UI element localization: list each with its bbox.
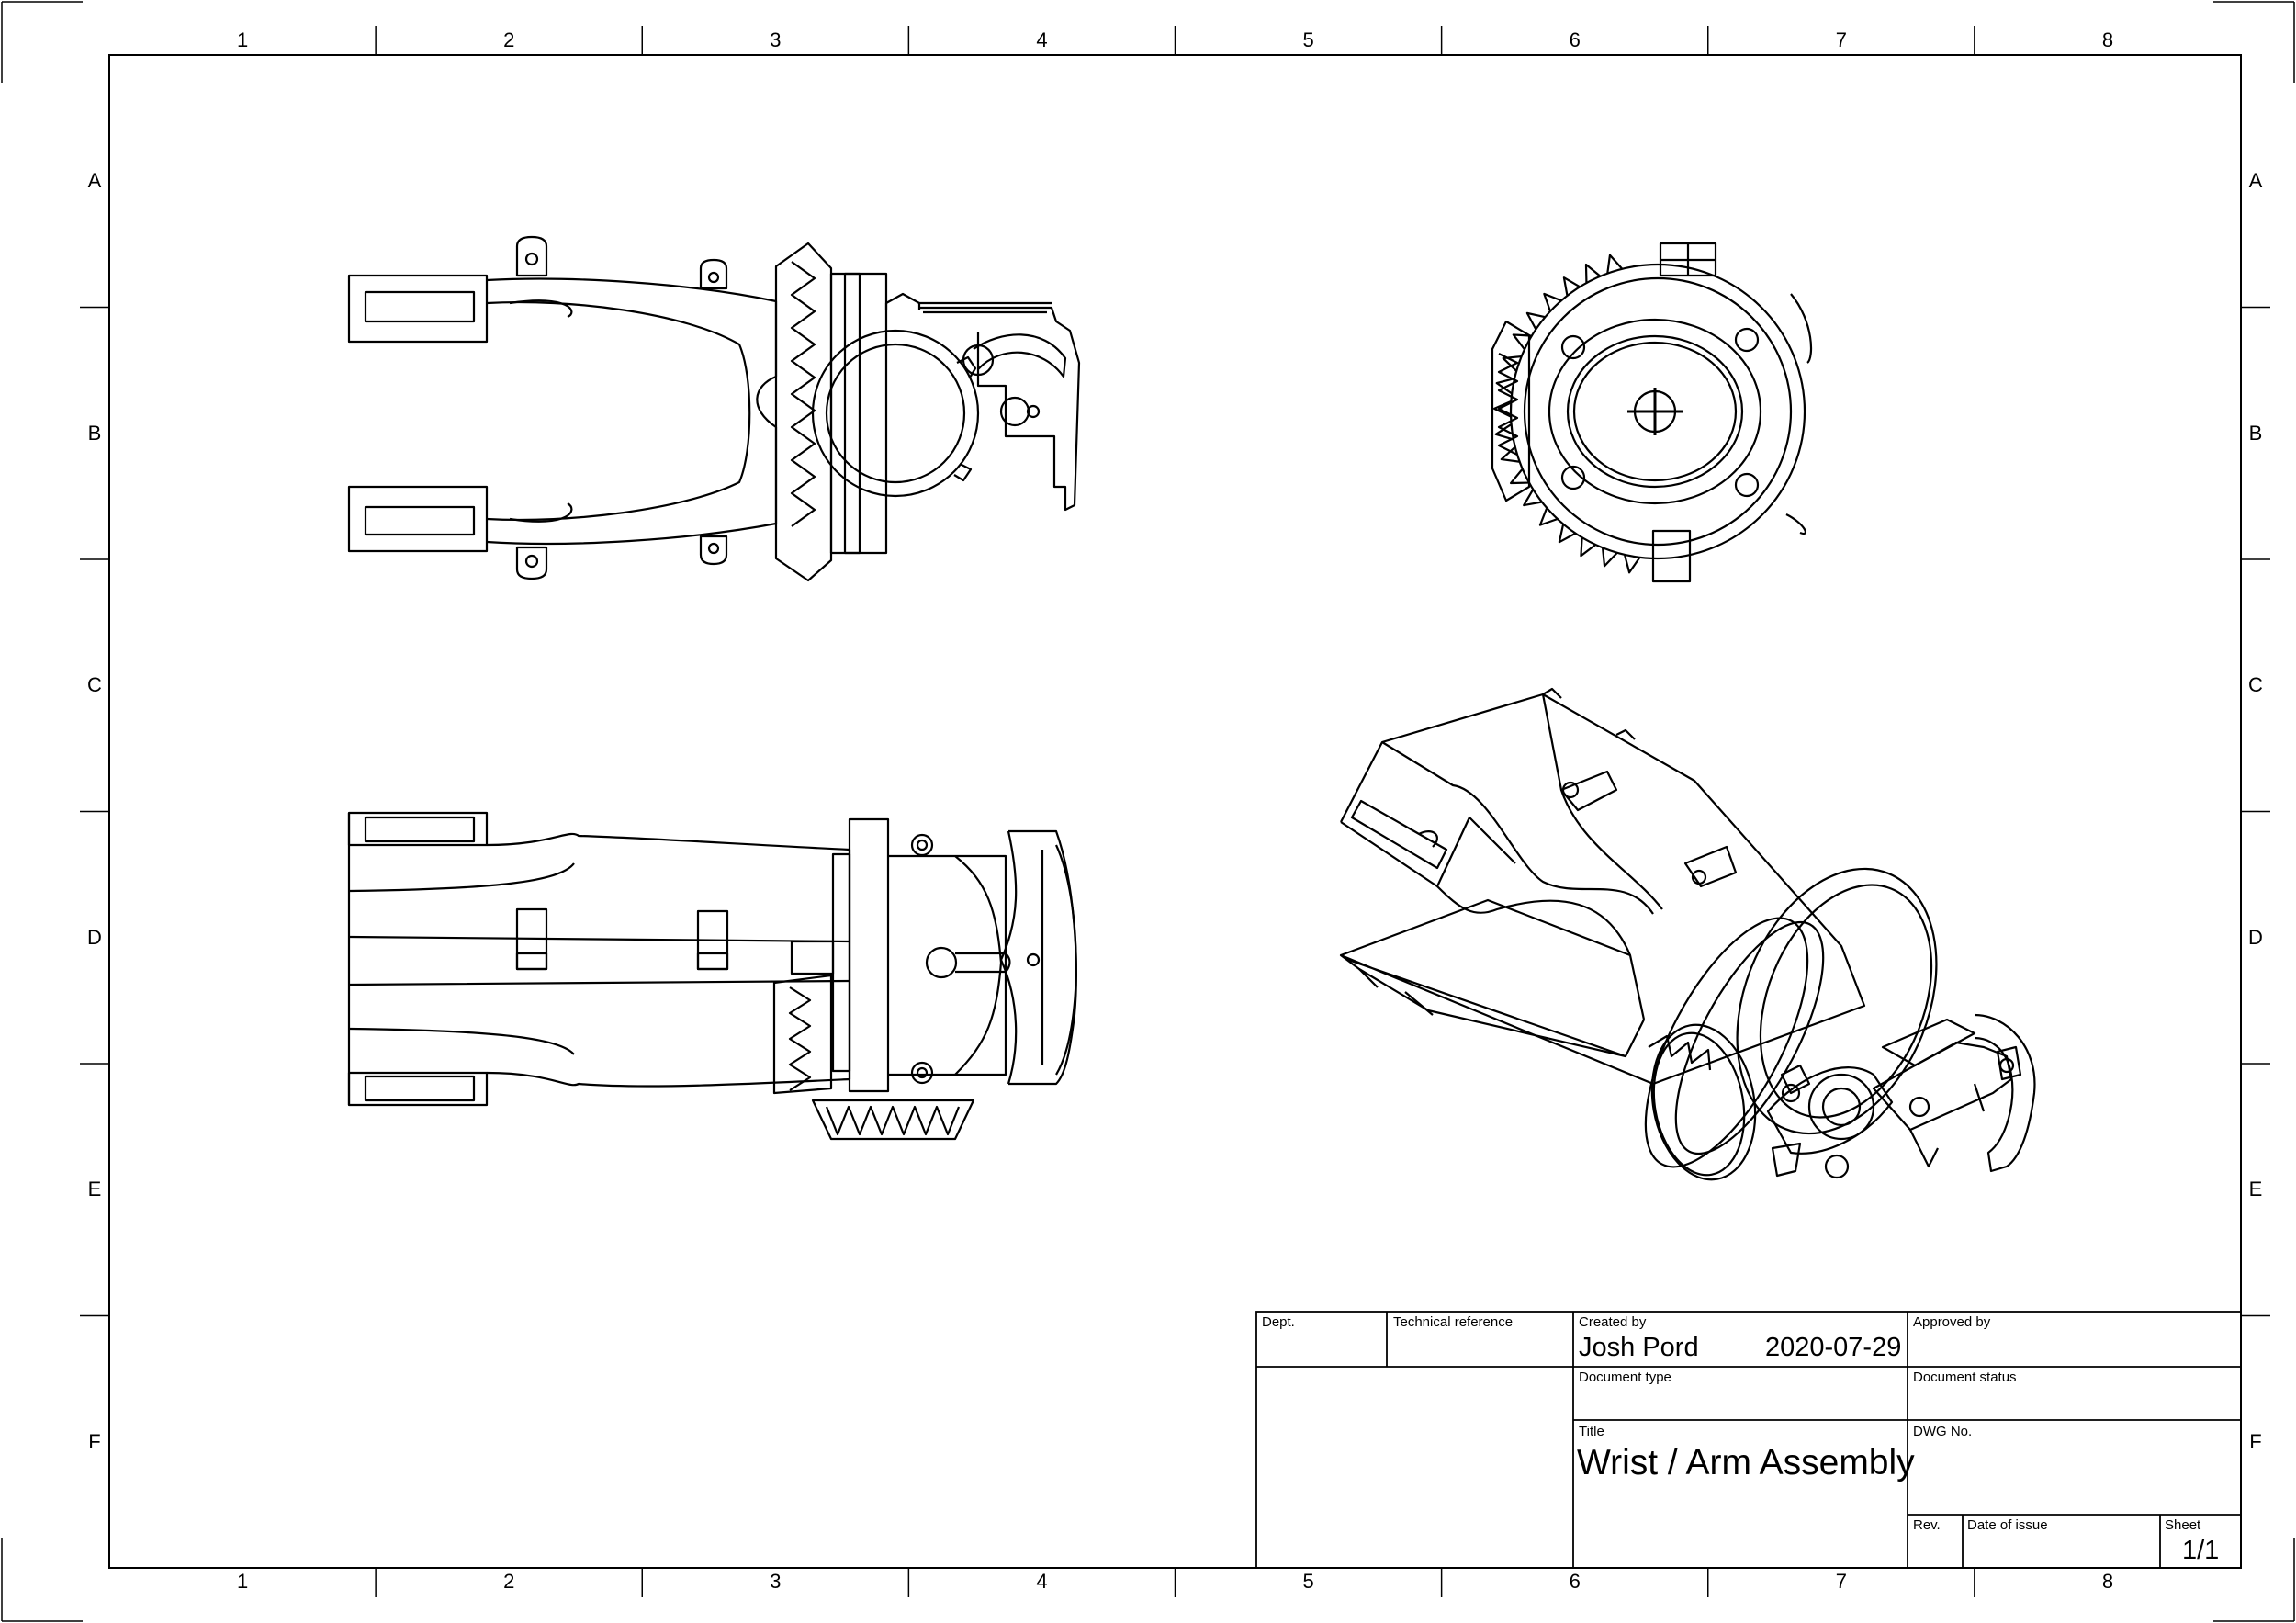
side-view [1491,242,1813,583]
technical-reference-label: Technical reference [1393,1314,1514,1330]
zone-col-label-top: 2 [503,28,515,51]
zone-col-label-bottom: 2 [503,1570,515,1593]
zone-col-label-top: 8 [2101,28,2114,51]
created-by-value: Josh Pord [1579,1333,1699,1362]
title-block-grid [1255,1311,2242,1569]
zone-col-label-bottom: 5 [1302,1570,1314,1593]
front-view [347,811,1077,1141]
zone-row-label-left: C [87,673,102,697]
document-type-label: Document type [1579,1369,1671,1385]
zone-col-label-bottom: 4 [1036,1570,1048,1593]
title-label: Title [1579,1424,1604,1439]
top-view [347,235,1081,582]
zone-row-label-right: E [2248,1178,2263,1201]
zone-row-label-left: A [87,169,102,193]
zone-row-label-right: A [2248,169,2263,193]
drawing-frame [108,54,2242,1569]
rev-label: Rev. [1913,1517,1941,1533]
sheet-label: Sheet [2165,1517,2201,1533]
date-of-issue-label: Date of issue [1967,1517,2048,1533]
zone-col-label-top: 5 [1302,28,1314,51]
zone-col-label-top: 7 [1835,28,1847,51]
zone-row-label-right: D [2248,925,2263,949]
zone-row-label-left: D [87,925,102,949]
zone-row-label-right: F [2249,1429,2262,1453]
zone-col-label-top: 1 [236,28,249,51]
zone-col-label-bottom: 6 [1569,1570,1581,1593]
isometric-view [1339,687,2036,1181]
document-status-label: Document status [1913,1369,2017,1385]
zone-col-label-top: 3 [770,28,782,51]
dept-label: Dept. [1262,1314,1295,1330]
zone-col-label-bottom: 7 [1835,1570,1847,1593]
drawing-title: Wrist / Arm Assembly [1577,1443,1915,1482]
dwg-no-label: DWG No. [1913,1424,1973,1439]
zone-row-label-left: B [87,421,102,445]
zone-col-label-top: 4 [1036,28,1048,51]
zone-row-label-left: E [87,1178,102,1201]
zone-col-label-bottom: 1 [236,1570,249,1593]
zone-col-label-bottom: 8 [2101,1570,2114,1593]
approved-by-label: Approved by [1913,1314,1991,1330]
created-date-value: 2020-07-29 [1765,1333,1902,1362]
zone-row-label-right: B [2248,421,2263,445]
zone-row-label-left: F [88,1429,101,1453]
sheet-number: 1/1 [2182,1536,2220,1565]
zone-col-label-top: 6 [1569,28,1581,51]
created-by-label: Created by [1579,1314,1647,1330]
zone-col-label-bottom: 3 [770,1570,782,1593]
zone-row-label-right: C [2248,673,2263,697]
